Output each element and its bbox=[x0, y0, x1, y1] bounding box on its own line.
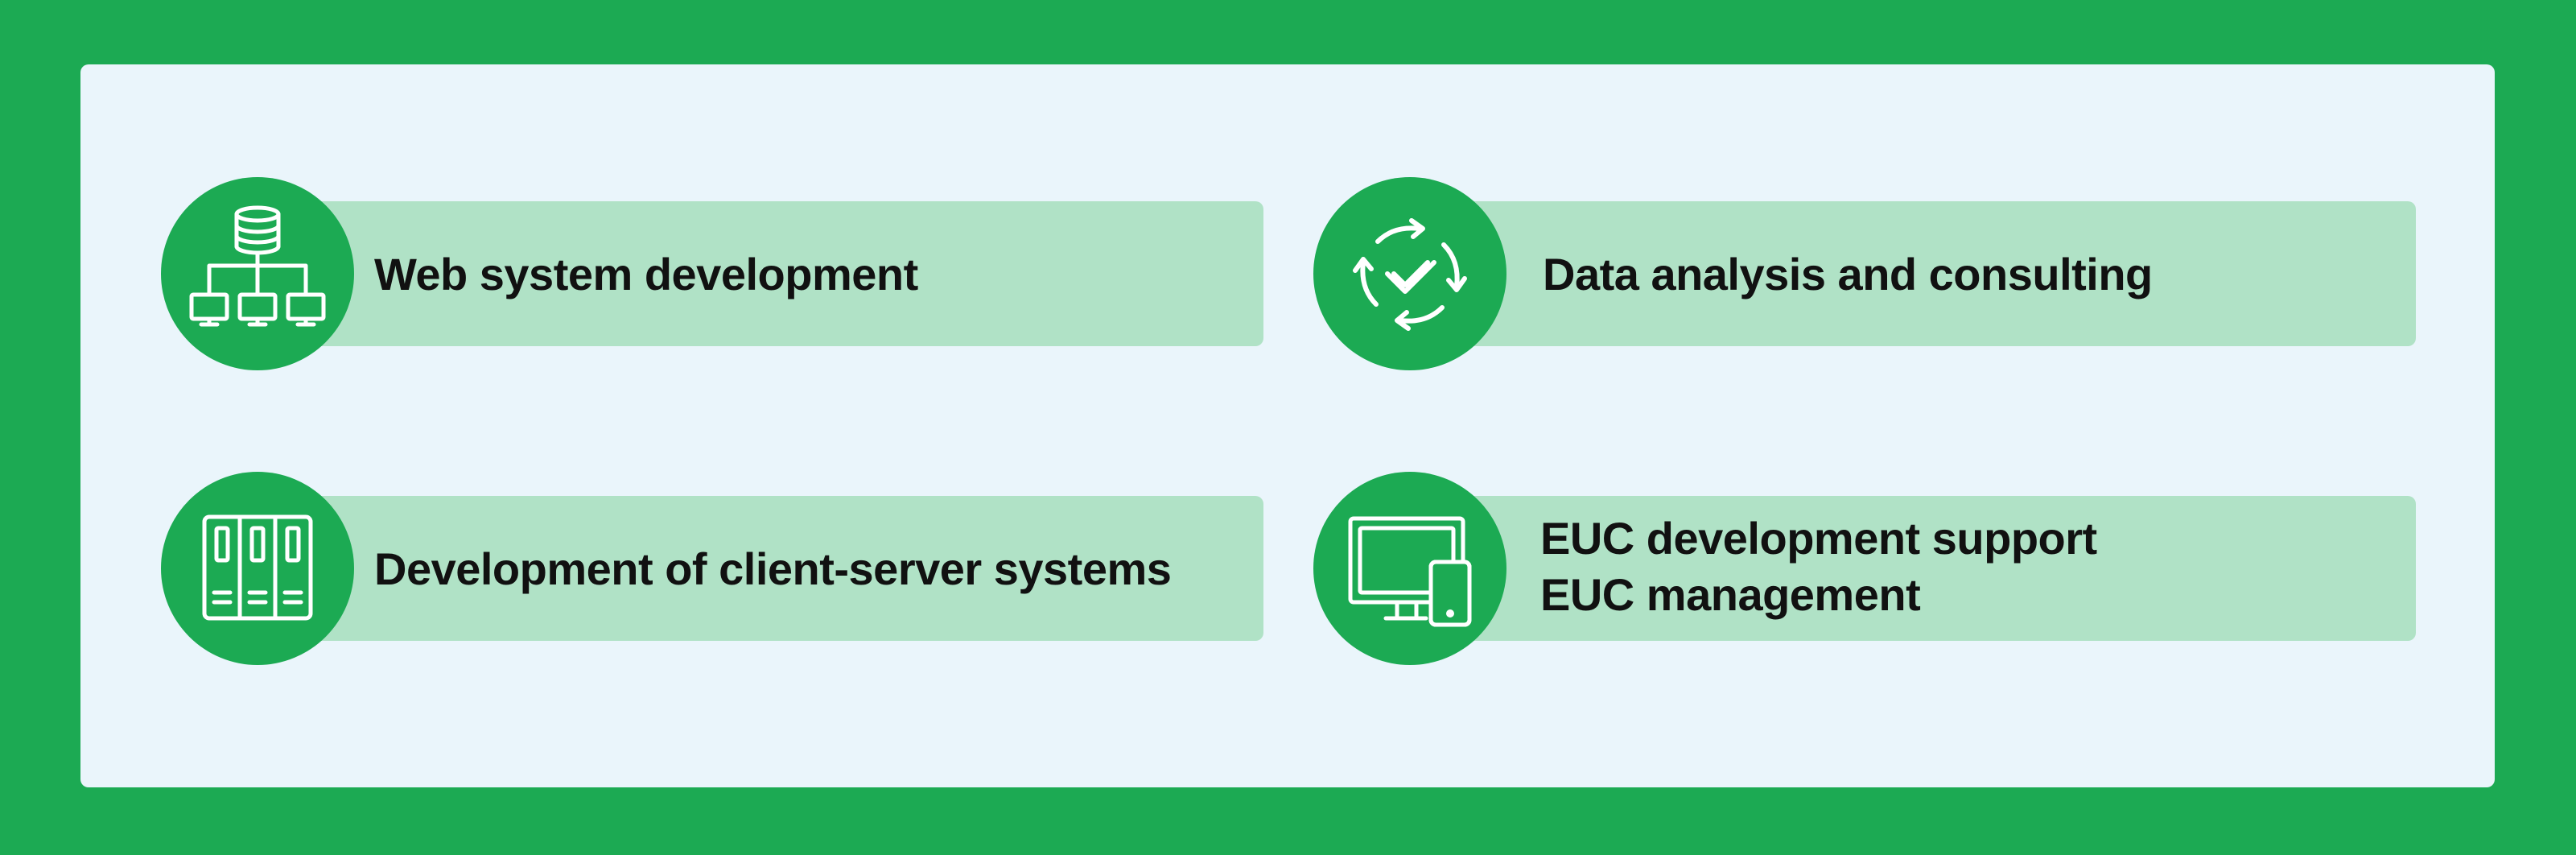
service-icon-circle bbox=[1313, 472, 1506, 665]
cycle-check-icon bbox=[1353, 218, 1467, 331]
service-label-line-1: EUC development support bbox=[1540, 513, 2097, 564]
service-icon-circle bbox=[161, 177, 354, 370]
monitor-phone-icon bbox=[1348, 516, 1472, 627]
service-label-line-2: EUC management bbox=[1540, 569, 1921, 620]
content-panel: Web system development Data a bbox=[80, 64, 2495, 787]
service-icon-circle bbox=[161, 472, 354, 665]
service-bar bbox=[1402, 496, 2416, 641]
service-bar bbox=[249, 496, 1263, 641]
service-icon-circle bbox=[1313, 177, 1506, 370]
service-label: Development of client-server systems bbox=[374, 543, 1172, 594]
service-label: Web system development bbox=[374, 249, 918, 299]
server-rack-icon bbox=[202, 514, 313, 621]
database-network-icon bbox=[189, 205, 326, 327]
service-bar bbox=[249, 201, 1263, 346]
service-bar bbox=[1402, 201, 2416, 346]
service-label: Data analysis and consulting bbox=[1543, 249, 2153, 299]
